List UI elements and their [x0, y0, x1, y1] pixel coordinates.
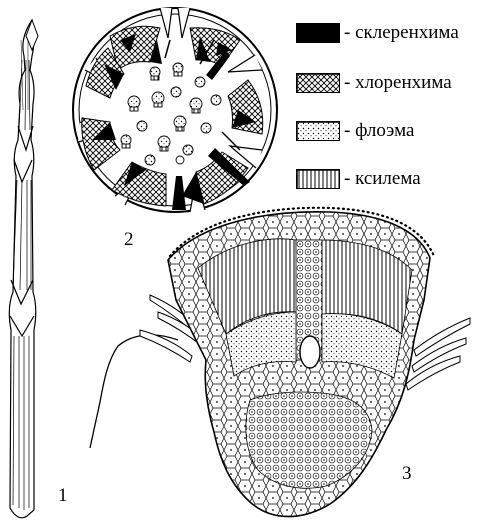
swatch-chlorenchyma — [296, 73, 340, 93]
swatch-phloem — [296, 121, 340, 141]
stem-detail-illustration — [90, 208, 470, 517]
detail-canal — [300, 336, 320, 368]
swatch-sclerenchyma — [296, 23, 340, 43]
legend-item-sclerenchyma: - склеренхима — [296, 22, 459, 44]
legend-item-xylem: - ксилема — [296, 168, 421, 190]
panel-number-detail: 3 — [402, 464, 412, 484]
panel-number-cross-section: 2 — [124, 230, 134, 250]
swatch-xylem — [296, 169, 340, 189]
stem-illustration — [9, 20, 38, 518]
legend-label-xylem: - ксилема — [344, 169, 421, 189]
legend-label-chlorenchyma: - хлоренхима — [344, 73, 452, 93]
legend-item-phloem: - флоэма — [296, 120, 414, 142]
detail-trichome — [90, 335, 178, 448]
panel-number-stem: 1 — [58, 486, 68, 506]
legend-item-chlorenchyma: - хлоренхима — [296, 72, 452, 94]
legend-label-phloem: - флоэма — [344, 121, 414, 141]
legend-label-sclerenchyma: - склеренхима — [344, 23, 459, 43]
stem-cross-section — [73, 8, 277, 212]
